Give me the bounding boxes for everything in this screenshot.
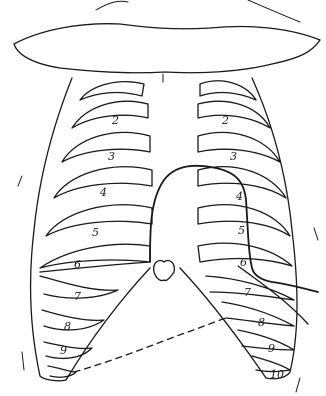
dashed-margin [74, 318, 226, 372]
right-rib-label-6: 6 [74, 258, 81, 271]
heart-outline [150, 166, 318, 292]
lower-costal-margin-right [180, 268, 266, 378]
right-rib-label-5: 5 [92, 226, 99, 239]
side-mark-bottom-right [296, 378, 300, 392]
neck-line-left [96, 1, 128, 10]
right-rib-label-8: 8 [64, 320, 71, 333]
left-rib-label-3: 3 [230, 150, 237, 163]
right-rib-label-4: 4 [99, 186, 107, 199]
left-rib-label-10: 10 [270, 368, 284, 381]
lower-costal-margin-left [66, 268, 150, 380]
left-ribs [198, 81, 294, 372]
left-rib-label-6: 6 [240, 256, 247, 269]
neck-line-right [248, 0, 300, 22]
xiphoid [154, 260, 175, 280]
side-mark-bottom-left [22, 352, 24, 370]
side-mark-left [18, 176, 22, 186]
right-rib-label-2: 2 [111, 114, 119, 127]
left-rib-label-5: 5 [238, 224, 245, 237]
right-rib-label-3: 3 [108, 150, 115, 163]
side-mark-right [314, 228, 318, 240]
right-rib-label-7: 7 [74, 290, 81, 303]
right-rib-label-9: 9 [60, 344, 67, 357]
left-rib-label-7: 7 [244, 286, 251, 299]
left-rib-label-4: 4 [235, 190, 243, 203]
left-rib-label-2: 2 [221, 114, 229, 127]
left-rib-label-9: 9 [268, 342, 275, 355]
pleural-line-right [40, 262, 150, 272]
left-rib-label-8: 8 [258, 316, 265, 329]
shoulder-outline [14, 24, 320, 73]
